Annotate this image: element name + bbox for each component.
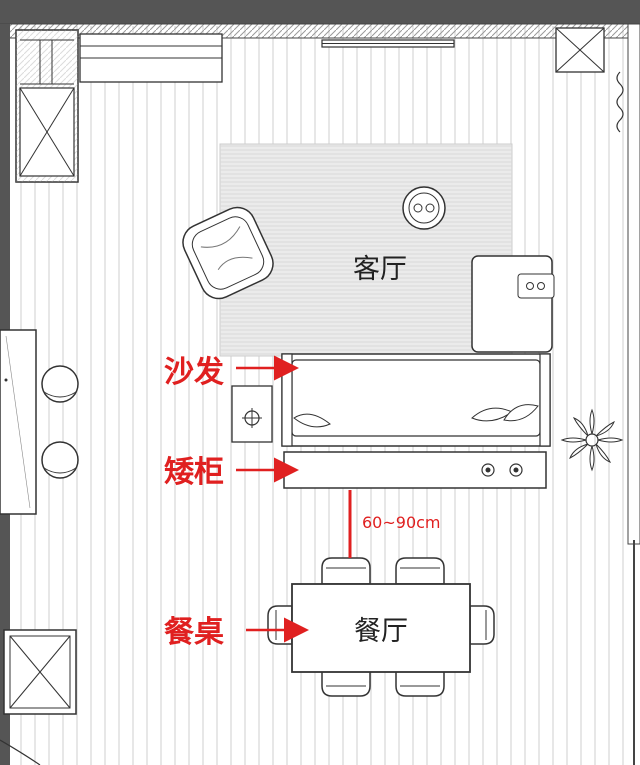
wall-shelf — [79, 33, 223, 83]
dining-table — [291, 583, 471, 673]
side-table — [402, 186, 446, 230]
low-cabinet-annotation: 矮柜 — [164, 455, 224, 490]
entry-cabinet — [15, 29, 79, 183]
curtain — [616, 71, 624, 133]
distance-label: 60~90cm — [362, 513, 441, 532]
low-cabinet — [283, 451, 547, 489]
dining-table-annotation: 餐桌 — [164, 615, 224, 650]
door-swing — [0, 739, 41, 765]
living-room-label: 客厅 — [353, 254, 407, 285]
plant-icon — [560, 408, 624, 472]
bar-stools — [41, 365, 79, 479]
dining-room-label: 餐厅 — [354, 616, 408, 647]
kitchen-island — [0, 329, 37, 515]
side-unit — [231, 385, 273, 443]
armchair — [471, 255, 555, 353]
storage-cabinet — [3, 629, 77, 715]
corner-cabinet — [555, 27, 605, 73]
sofa — [281, 353, 551, 447]
sofa-annotation: 沙发 — [164, 355, 224, 390]
lounge-chair — [182, 206, 274, 300]
